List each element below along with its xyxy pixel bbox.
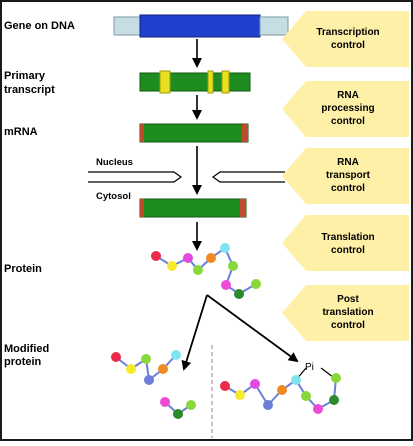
control-box-transcription: Transcription control xyxy=(282,11,409,67)
residue xyxy=(220,381,230,391)
residue xyxy=(126,364,136,374)
control-label-line2: control xyxy=(331,245,365,256)
control-box-post-translation: Post translation control xyxy=(282,285,409,341)
residue xyxy=(263,400,273,410)
residue xyxy=(291,375,301,385)
phosphate-label: Pi xyxy=(305,362,314,373)
protein-label: Protein xyxy=(4,263,42,275)
mrna-5-cap xyxy=(140,124,144,142)
residue xyxy=(220,243,230,253)
cytosol-mrna-body xyxy=(139,198,247,218)
control-box-translation: Translation control xyxy=(282,215,409,271)
residue xyxy=(171,350,181,360)
nuclear-membrane-right xyxy=(211,171,285,183)
cytosol-mrna-bar xyxy=(139,198,247,218)
mrna-polya-tail xyxy=(242,124,248,142)
modified-protein-label-line2: protein xyxy=(4,356,42,368)
primary-transcript-body xyxy=(139,72,251,92)
protein-backbone xyxy=(155,246,257,296)
residue xyxy=(235,390,245,400)
residue xyxy=(313,404,323,414)
nuclear-membrane-left xyxy=(88,171,183,183)
residue xyxy=(151,251,161,261)
residue xyxy=(144,375,154,385)
control-box-rna-transport: RNA transport control xyxy=(282,148,409,204)
gene-on-dna-bar xyxy=(113,14,289,38)
control-arrow-shape xyxy=(282,285,409,341)
nuclear-envelope xyxy=(88,171,285,183)
modified-protein-label-line1: Modified xyxy=(4,343,49,355)
arrow-to-modified-protein-right xyxy=(206,294,299,363)
nucleus-label: Nucleus xyxy=(96,157,133,168)
control-label-line3: control xyxy=(331,320,365,331)
control-label-line3: control xyxy=(331,116,365,127)
control-label-line1: Post xyxy=(337,294,359,305)
intron-3 xyxy=(221,70,230,94)
residue xyxy=(250,379,260,389)
primary-transcript-label-line1: Primary xyxy=(4,70,46,82)
residue xyxy=(234,289,244,299)
control-label-line1: RNA xyxy=(337,157,359,168)
primary-transcript-bar xyxy=(139,70,251,94)
residue xyxy=(206,253,216,263)
mrna-label: mRNA xyxy=(4,126,38,138)
residue xyxy=(173,409,183,419)
control-label-line1: RNA xyxy=(337,90,359,101)
residue xyxy=(277,385,287,395)
control-arrow-shape xyxy=(282,215,409,271)
dna-flank-right xyxy=(259,16,289,36)
residue xyxy=(141,354,151,364)
control-label-line2: transport xyxy=(326,170,371,181)
residue xyxy=(186,400,196,410)
mrna-bar xyxy=(139,123,249,143)
residue xyxy=(167,261,177,271)
residue xyxy=(331,373,341,383)
residue xyxy=(158,364,168,374)
control-arrow-shape xyxy=(282,81,409,137)
modified-protein-left xyxy=(111,350,196,419)
phosphate-bond-right xyxy=(320,367,334,378)
cytosol-mrna-polya-tail xyxy=(240,199,246,217)
residue xyxy=(111,352,121,362)
control-arrow-shape xyxy=(282,11,409,67)
residue xyxy=(301,391,311,401)
intron-2 xyxy=(207,70,214,94)
control-label-line2: translation xyxy=(322,307,373,318)
arrow-to-modified-protein-left xyxy=(181,294,208,371)
residue xyxy=(183,253,193,263)
residue xyxy=(251,279,261,289)
gene-coding-region xyxy=(139,14,261,38)
gene-on-dna-label: Gene on DNA xyxy=(4,20,75,32)
control-boxes: Transcription control RNA processing con… xyxy=(282,11,409,341)
control-label-line3: control xyxy=(331,183,365,194)
control-label-line1: Translation xyxy=(321,232,374,243)
control-box-rna-processing: RNA processing control xyxy=(282,81,409,137)
modified-protein-right: Pi xyxy=(220,362,341,414)
residue xyxy=(160,397,170,407)
modified-right-backbone xyxy=(224,377,337,411)
residue xyxy=(329,395,339,405)
intron-1 xyxy=(159,70,171,94)
control-label-line1: Transcription xyxy=(316,27,379,38)
residue xyxy=(193,265,203,275)
cytosol-mrna-5-cap xyxy=(140,199,144,217)
control-label-line2: processing xyxy=(321,103,374,114)
dna-flank-left xyxy=(113,16,141,36)
protein-chain xyxy=(151,243,261,299)
residue xyxy=(221,280,231,290)
mrna-body xyxy=(139,123,249,143)
control-arrow-shape xyxy=(282,148,409,204)
primary-transcript-label-line2: transcript xyxy=(4,84,55,96)
control-label-line2: control xyxy=(331,40,365,51)
cytosol-label: Cytosol xyxy=(96,191,131,202)
residue xyxy=(228,261,238,271)
